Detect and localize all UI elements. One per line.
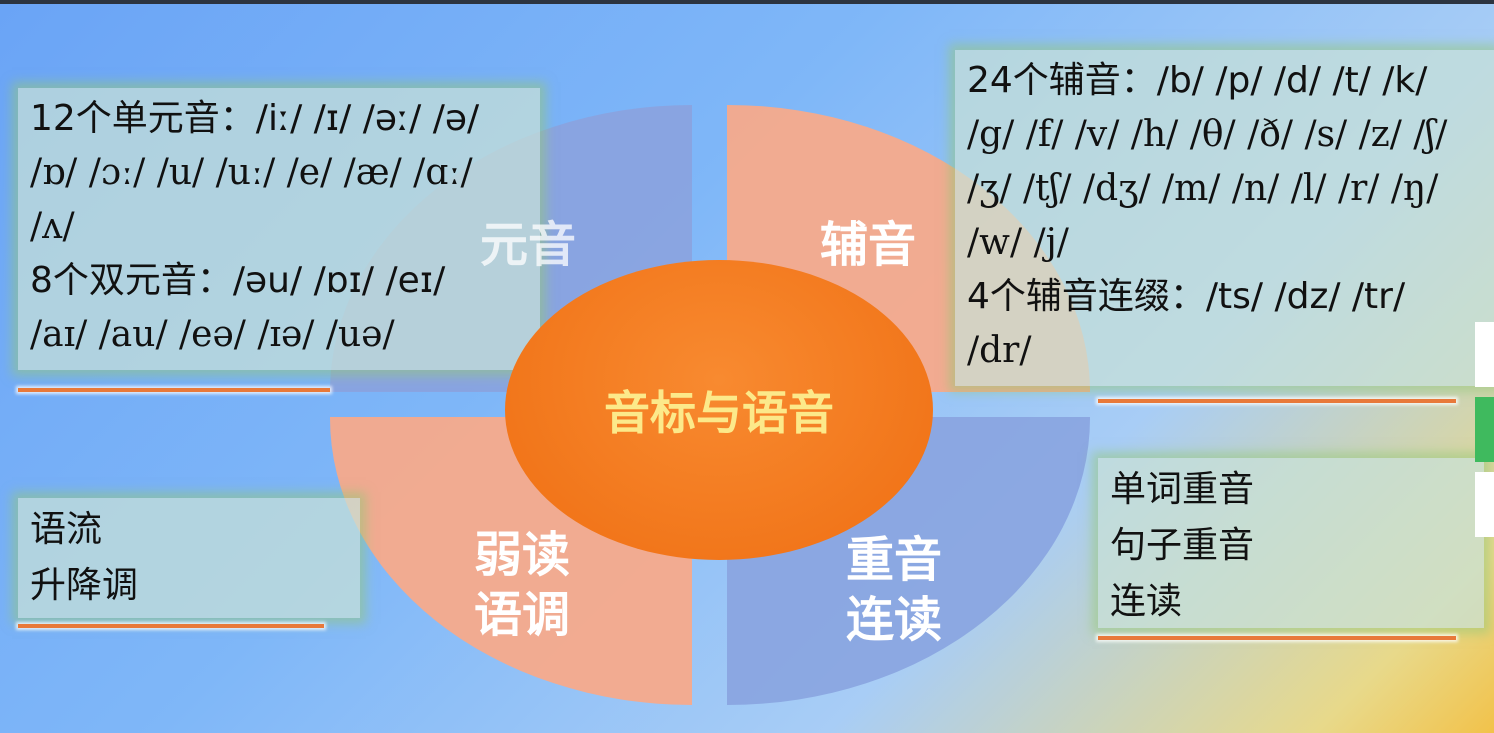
- side-button-3[interactable]: [1475, 472, 1494, 537]
- weak-line: 升降调: [30, 565, 139, 606]
- stress-underline: [1098, 636, 1456, 640]
- label-weak-intonation: 弱读 语调: [474, 525, 570, 645]
- center-ellipse: 音标与语音: [505, 260, 933, 560]
- consonants-box: 24个辅音：/b/ /p/ /d/ /t/ /k/ /g/ /f/ /v/ /h…: [955, 50, 1494, 386]
- weak-line: 语流: [30, 509, 103, 550]
- consonants-underline: [1098, 399, 1456, 403]
- consonants-line: 4个辅音连缀：/ts/ /dz/ /tr/: [967, 276, 1406, 317]
- stress-box: 单词重音 句子重音 连读: [1098, 458, 1484, 628]
- weak-intonation-box: 语流 升降调: [18, 498, 360, 618]
- consonants-line: /ʒ/ /tʃ/ /dʒ/ /m/ /n/ /l/ /r/ /ŋ/: [967, 168, 1439, 209]
- label-vowels: 元音: [480, 217, 577, 273]
- label-intonation: 语调: [474, 587, 571, 643]
- stress-line: 句子重音: [1110, 525, 1255, 566]
- vowels-underline: [18, 388, 330, 392]
- consonants-line: 24个辅音：/b/ /p/ /d/ /t/ /k/: [967, 60, 1428, 101]
- consonants-line: /w/ /j/: [967, 222, 1069, 263]
- label-stress-linking: 重音 连读: [846, 530, 942, 650]
- center-title: 音标与语音: [604, 386, 834, 440]
- side-button-2[interactable]: [1475, 397, 1494, 462]
- label-weak: 弱读: [474, 527, 571, 583]
- label-consonants: 辅音: [820, 217, 917, 273]
- label-linking: 连读: [846, 592, 943, 648]
- side-button-1[interactable]: [1475, 322, 1494, 387]
- vowels-line: /ʌ/: [30, 206, 75, 247]
- window-top-border: [0, 0, 1494, 4]
- stress-line: 连读: [1110, 581, 1183, 622]
- label-stress: 重音: [846, 532, 943, 588]
- consonants-line: /dr/: [967, 330, 1032, 371]
- weak-underline: [18, 624, 324, 628]
- consonants-line: /g/ /f/ /v/ /h/ /θ/ /ð/ /s/ /z/ /ʃ/: [967, 114, 1448, 155]
- vowels-line: /ɒ/ /ɔː/ /u/ /uː/ /e/ /æ/ /ɑː/: [30, 152, 473, 193]
- vowels-line: /aɪ/ /au/ /eə/ /ɪə/ /uə/: [30, 314, 395, 355]
- vowels-line: 12个单元音：/iː/ /ɪ/ /əː/ /ə/: [30, 98, 480, 139]
- vowels-box: 12个单元音：/iː/ /ɪ/ /əː/ /ə/ /ɒ/ /ɔː/ /u/ /u…: [18, 88, 540, 370]
- vowels-line: 8个双元音：/əu/ /ɒɪ/ /eɪ/: [30, 260, 446, 301]
- stress-line: 单词重音: [1110, 469, 1255, 510]
